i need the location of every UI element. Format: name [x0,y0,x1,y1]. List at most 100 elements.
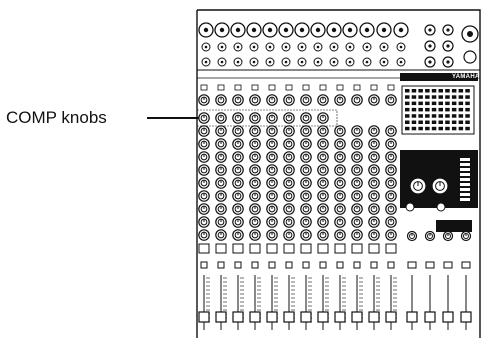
jack-hole [332,60,336,64]
effect-program-segment [445,95,450,99]
channel-knob [198,151,210,163]
channel-knob [283,138,295,150]
channel-switch [319,84,327,91]
effect-program-segment [451,126,457,131]
level-meter-segment [460,163,470,166]
channel-knob [300,216,312,228]
channel-knob [232,151,244,163]
pfl-button [387,261,395,269]
level-meter-segment [460,173,470,176]
channel-knob [198,138,210,150]
channel-knob [215,94,227,106]
effect-program-segment [451,101,457,106]
channel-knob [198,125,210,137]
effect-program-segment [405,114,410,118]
channel-knob [317,164,329,176]
channel-knob [266,177,278,189]
effect-program-segment [465,107,470,112]
channel-knob [249,151,261,163]
mute-button [249,243,261,254]
channel-knob [368,151,380,163]
master-section-label-bar [436,220,472,232]
mute-button [215,243,227,254]
mute-button [198,243,210,254]
comp-knob [266,112,278,124]
channel-switch [251,84,259,91]
effect-program-segment [425,89,430,93]
effect-program-segment [411,95,417,99]
channel-knob [300,164,312,176]
effect-program-segment [418,114,423,118]
channel-knob [368,125,380,137]
fader-cap [198,311,210,323]
channel-knob [266,190,278,202]
effect-program-segment [445,120,450,124]
effect-program-segment [431,89,437,93]
channel-knob [198,94,210,106]
effect-program-segment [458,126,464,131]
channel-knob [385,229,397,241]
channel-knob [249,229,261,241]
effect-program-segment [405,95,410,99]
effect-program-segment [465,89,470,93]
master-knob [442,230,454,242]
brand-logo-text: YAMAHA [452,74,480,80]
mixer-body-outline [196,9,481,338]
master-fader-cap [406,311,418,323]
channel-knob [334,164,346,176]
effect-program-segment [451,95,457,99]
channel-knob [351,216,363,228]
xlr-pin-dot [315,27,321,33]
fader-cap [300,311,312,323]
channel-knob [266,151,278,163]
effect-program-segment [405,126,410,131]
channel-knob [300,190,312,202]
comp-knob [249,112,261,124]
channel-switch [370,84,378,91]
channel-knob [232,125,244,137]
master-knob [406,230,418,242]
channel-knob [385,94,397,106]
channel-knob [385,138,397,150]
jack-hole [399,60,403,64]
jack-hole [204,45,208,49]
channel-knob [317,190,329,202]
effect-program-segment [411,89,417,93]
xlr-pin-dot [219,27,225,33]
effect-param-knob [409,177,427,195]
channel-knob [232,190,244,202]
channel-knob [385,203,397,215]
channel-knob [334,138,346,150]
jack-hole [284,45,288,49]
channel-knob [351,177,363,189]
master-button [443,261,453,269]
effect-program-segment [405,120,410,124]
channel-knob [283,216,295,228]
jack-hole [220,60,224,64]
fader-cap [368,311,380,323]
jack-hole [399,45,403,49]
channel-knob [215,203,227,215]
pfl-button [319,261,327,269]
level-meter-segment [460,158,470,161]
jack-hole [348,60,352,64]
fader-cap [317,311,329,323]
jack-hole [365,60,369,64]
channel-switch [336,84,344,91]
effect-program-segment [425,120,430,124]
jack-hole [446,44,450,48]
channel-knob [232,164,244,176]
jack-hole [428,60,432,64]
effect-program-segment [418,120,423,124]
effect-return-knob [431,177,449,195]
channel-knob [232,94,244,106]
channel-knob [368,138,380,150]
jack-hole [284,60,288,64]
phones-jack [463,50,477,64]
jack-hole [428,44,432,48]
channel-knob [385,151,397,163]
channel-knob [317,203,329,215]
channel-knob [334,94,346,106]
effect-program-segment [425,126,430,131]
level-meter-segment [460,168,470,171]
